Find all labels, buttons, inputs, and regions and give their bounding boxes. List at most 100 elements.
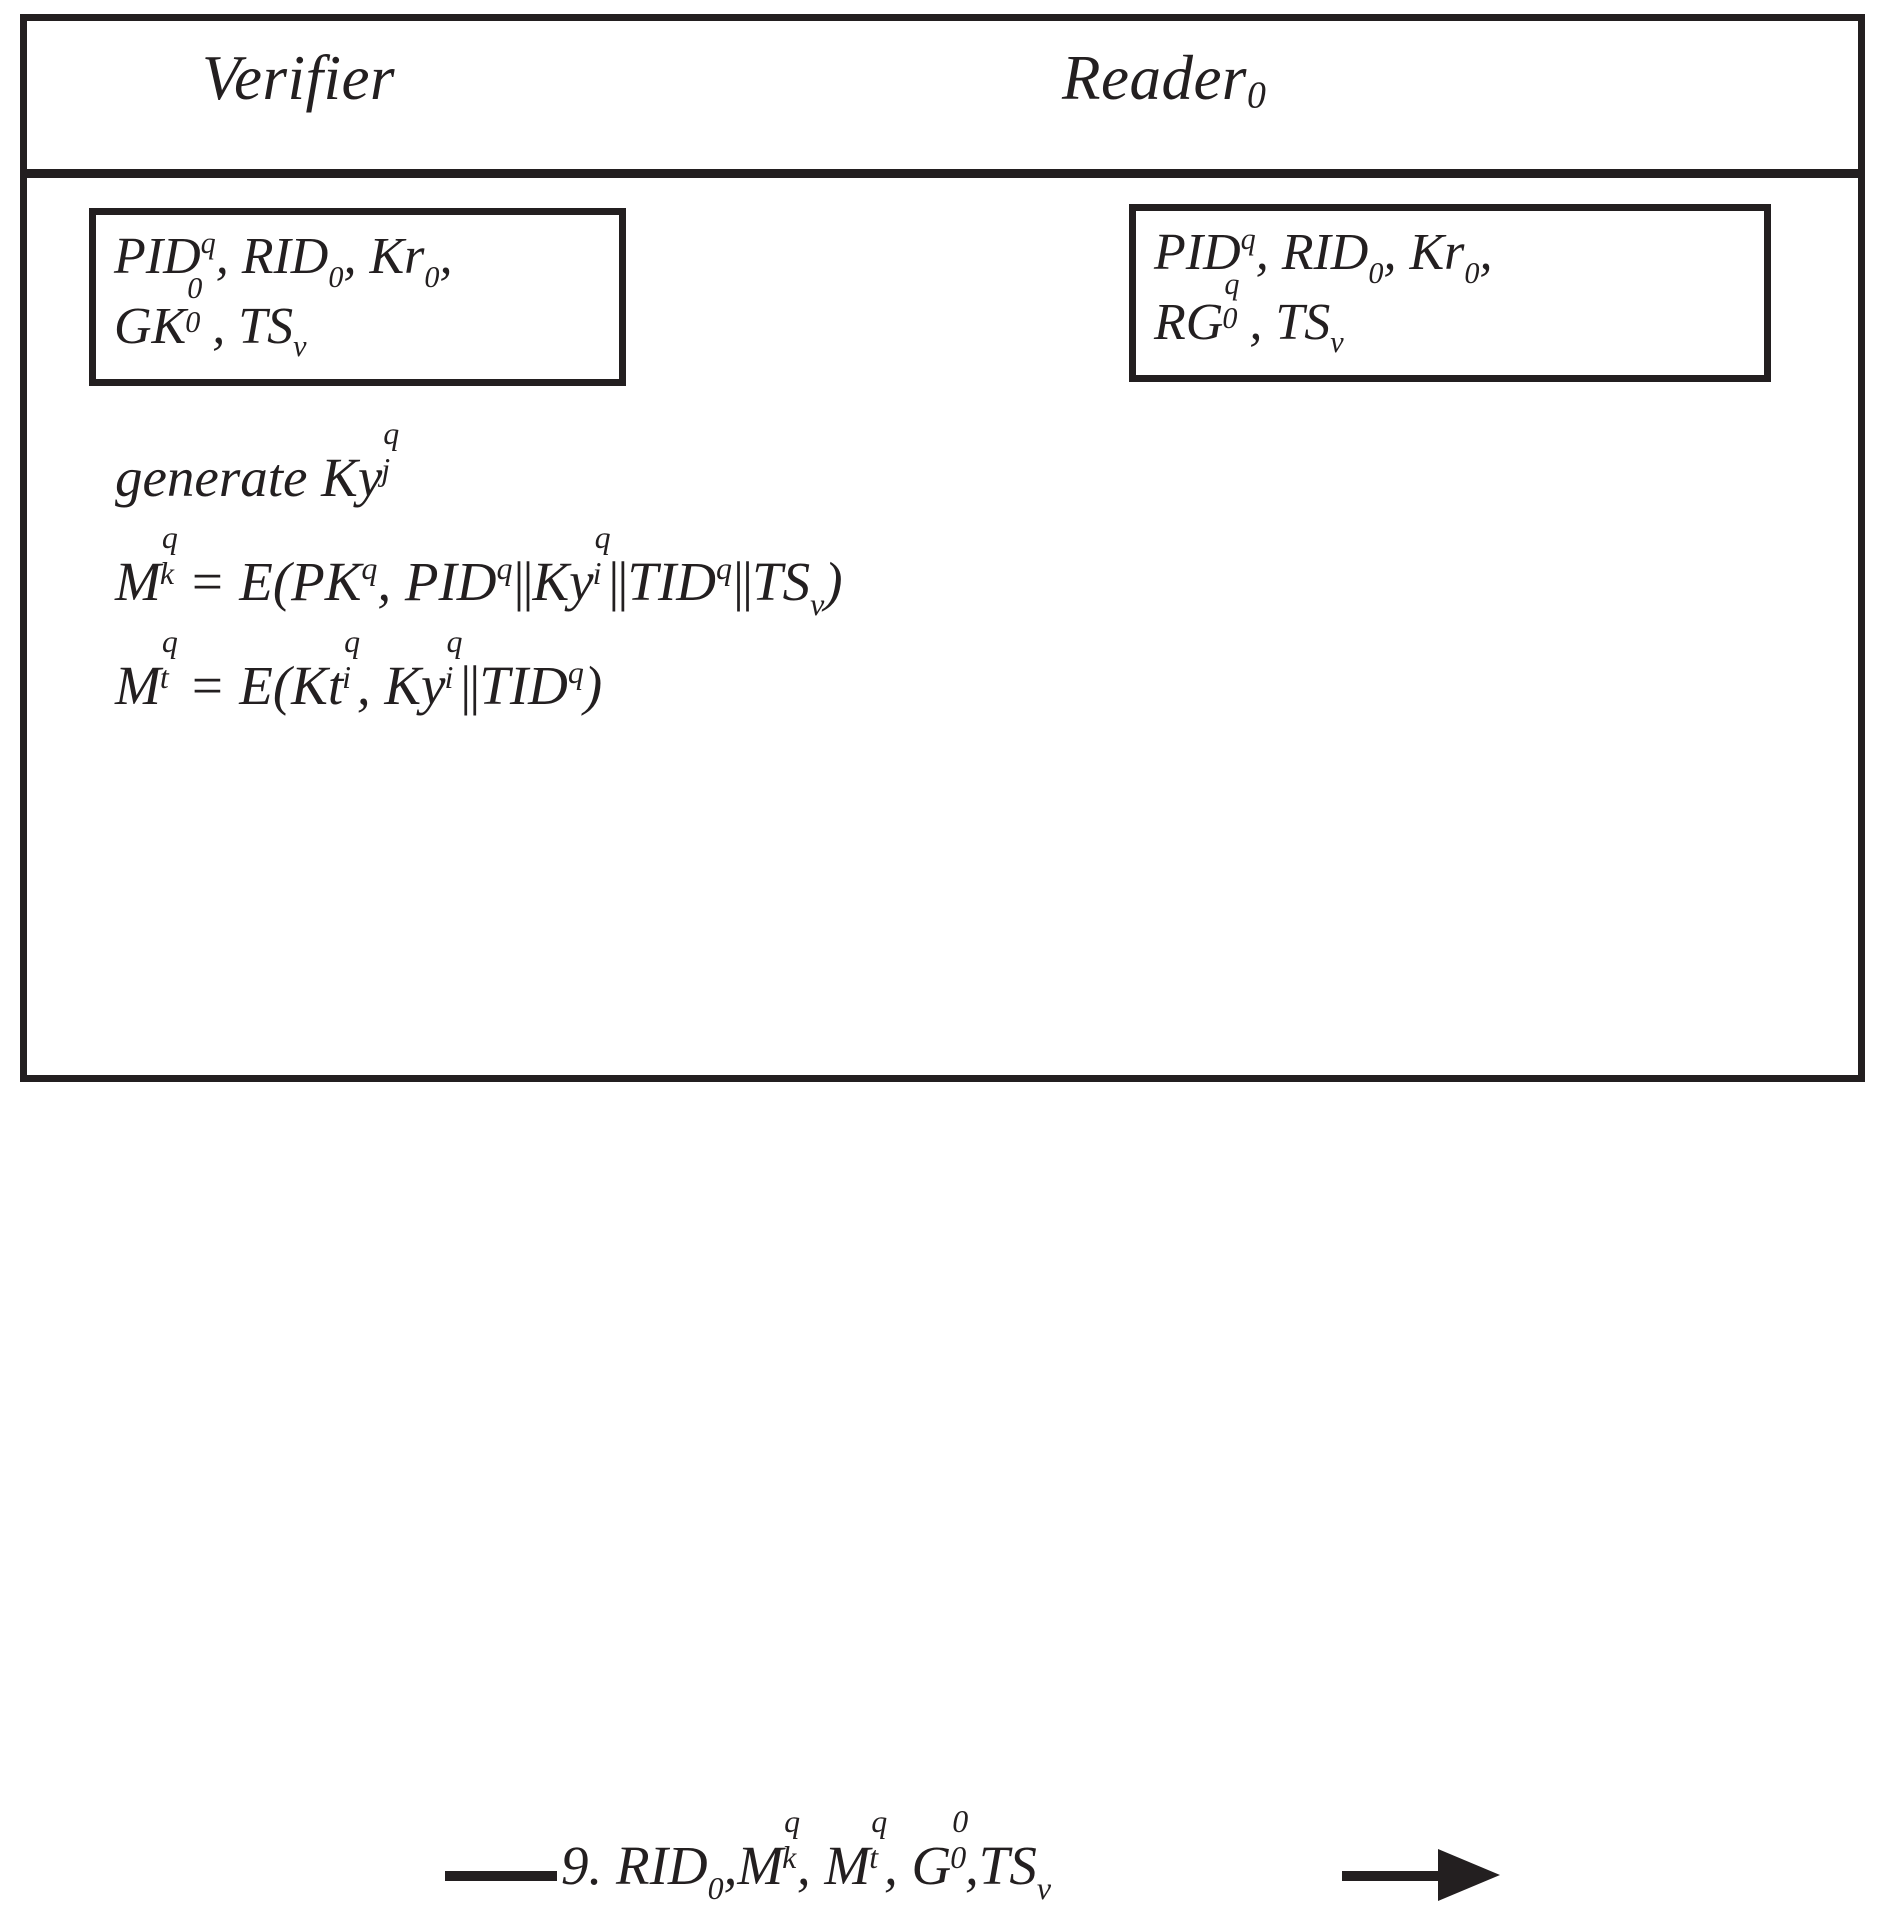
sub-k: k [782, 1839, 797, 1875]
sub-0: 0 [1222, 300, 1238, 335]
sup-0: 0 [187, 270, 203, 305]
token-ky: Ky [532, 551, 594, 612]
token-ts: TS [978, 1835, 1037, 1896]
token-equals: = [188, 551, 226, 612]
sub-v: v [293, 329, 307, 364]
token-e: E [239, 551, 273, 612]
token-pid: PID [114, 228, 201, 285]
sub-0: 0 [950, 1839, 967, 1875]
token-e: E [239, 655, 273, 716]
token-tid: TID [479, 655, 568, 716]
party-label-verifier: Verifier [202, 43, 395, 113]
party-title-reader0: Reader0 [1062, 47, 1266, 115]
token-rparen: ) [583, 655, 603, 716]
token-comma: , [723, 1835, 738, 1896]
token-rid: RID [241, 228, 329, 285]
message-arrow-shaft-right [1342, 1871, 1446, 1881]
token-pid: PID [1154, 224, 1241, 281]
token-kr: Kr [369, 228, 425, 285]
sub-v: v [1036, 1870, 1051, 1906]
knowledge-line-verifier-1: PIDq, RID0, Kr0, [114, 223, 619, 294]
token-comma: , [215, 228, 229, 285]
token-m: M [824, 1835, 871, 1896]
sup-q: q [446, 624, 463, 660]
token-comma: , [356, 655, 371, 716]
sub-v: v [1330, 325, 1344, 360]
sub-k: k [159, 555, 174, 591]
token-comma: , [439, 228, 453, 285]
sub-i: i [592, 555, 602, 591]
party-label-reader: Reader [1062, 43, 1247, 113]
sub-i: i [444, 659, 454, 695]
sup-q: q [594, 520, 611, 556]
sup-q: q [1224, 266, 1240, 301]
token-concat: || [460, 655, 480, 716]
token-pk: PK [291, 551, 362, 612]
token-ky: Ky [321, 447, 383, 508]
token-comma: , [377, 551, 392, 612]
token-generate: generate [115, 447, 308, 508]
sup-q: q [200, 226, 216, 261]
sup-q: q [784, 1804, 801, 1840]
token-ts: TS [238, 297, 294, 355]
token-comma: , [964, 1835, 979, 1896]
sub-i: i [342, 659, 351, 695]
sup-q: q [496, 551, 513, 587]
token-rparen: ) [824, 551, 843, 612]
token-lparen: ( [272, 655, 292, 716]
participant-header-row: Verifier Reader0 [27, 21, 1858, 178]
token-gk: GK [114, 297, 187, 355]
sub-0: 0 [424, 259, 440, 294]
token-comma: , [343, 228, 357, 285]
token-concat: || [608, 551, 628, 612]
party-label-reader-subscript: 0 [1246, 74, 1266, 117]
sub-t: t [869, 1839, 879, 1875]
token-m: M [737, 1835, 784, 1896]
token-ts: TS [752, 551, 811, 612]
sup-q: q [383, 416, 400, 452]
sup-q: q [161, 624, 178, 660]
sub-0: 0 [1464, 255, 1480, 290]
token-comma: , [1255, 224, 1269, 281]
token-lparen: ( [272, 551, 292, 612]
sup-q: q [344, 624, 361, 660]
token-rg: RG [1154, 293, 1224, 351]
token-comma: , [212, 297, 226, 355]
sup-q: q [567, 655, 584, 691]
token-comma: , [1383, 224, 1397, 281]
token-rid: RID [1281, 224, 1369, 281]
token-rid: RID [616, 1835, 708, 1896]
token-comma: , [1249, 293, 1263, 351]
sup-0: 0 [952, 1804, 969, 1840]
sub-t: t [159, 659, 169, 695]
sub-0: 0 [707, 1870, 724, 1906]
sup-q: q [1240, 222, 1256, 257]
token-tid: TID [627, 551, 717, 612]
message-step-number: 9. [561, 1835, 603, 1896]
token-concat: || [513, 551, 533, 612]
token-comma: , [884, 1835, 898, 1896]
sub-j: j [381, 451, 391, 487]
token-comma: , [796, 1835, 811, 1896]
token-kr: Kr [1409, 224, 1465, 281]
sup-q: q [871, 1804, 888, 1840]
sub-v: v [810, 586, 825, 622]
token-ts: TS [1275, 293, 1331, 351]
sup-q: q [361, 551, 378, 587]
sup-q: q [161, 520, 178, 556]
sub-0: 0 [328, 259, 344, 294]
message-arrow-shaft-left [445, 1871, 557, 1881]
token-pid: PID [404, 551, 497, 612]
sub-0: 0 [185, 304, 201, 339]
knowledge-line-reader-1: PIDq, RID0, Kr0, [1154, 219, 1764, 290]
token-equals: = [188, 655, 226, 716]
